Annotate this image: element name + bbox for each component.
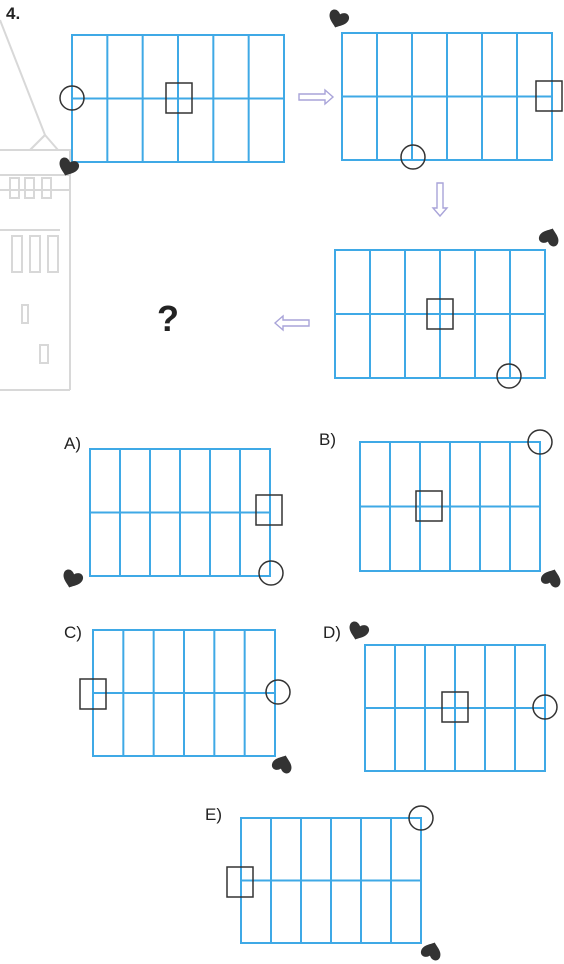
heart-icon: [540, 566, 564, 589]
heart-icon: [326, 8, 351, 31]
arrow-right: [299, 90, 333, 104]
heart-shape: [538, 225, 563, 248]
option-b-label[interactable]: B): [319, 430, 336, 450]
arrow-shape: [433, 183, 447, 216]
arrow-down: [433, 183, 447, 216]
option-a-label[interactable]: A): [64, 434, 81, 454]
figure-step-3: [335, 225, 562, 388]
heart-shape: [420, 939, 445, 962]
heart-shape: [346, 620, 371, 643]
figure-step-1: [56, 35, 284, 179]
unknown-marker: ?: [157, 298, 179, 340]
heart-icon: [60, 568, 85, 591]
heart-shape: [540, 566, 564, 589]
figure-option-a[interactable]: [60, 449, 283, 591]
heart-icon: [346, 620, 371, 643]
arrow-shape: [275, 316, 309, 330]
figure-option-c[interactable]: [80, 630, 295, 775]
question-number: 4.: [6, 4, 20, 24]
heart-shape: [56, 156, 81, 179]
figure-option-e[interactable]: [227, 806, 444, 962]
option-d-label[interactable]: D): [323, 623, 341, 643]
figure-option-b[interactable]: [360, 430, 564, 589]
figure-step-2: [326, 8, 562, 169]
option-c-label[interactable]: C): [64, 623, 82, 643]
heart-shape: [60, 568, 85, 591]
figure-option-d[interactable]: [346, 620, 557, 771]
option-e-label[interactable]: E): [205, 805, 222, 825]
heart-icon: [420, 939, 445, 962]
heart-shape: [326, 8, 351, 31]
heart-icon: [56, 156, 81, 179]
arrow-left: [275, 316, 309, 330]
heart-icon: [538, 225, 563, 248]
arrow-shape: [299, 90, 333, 104]
